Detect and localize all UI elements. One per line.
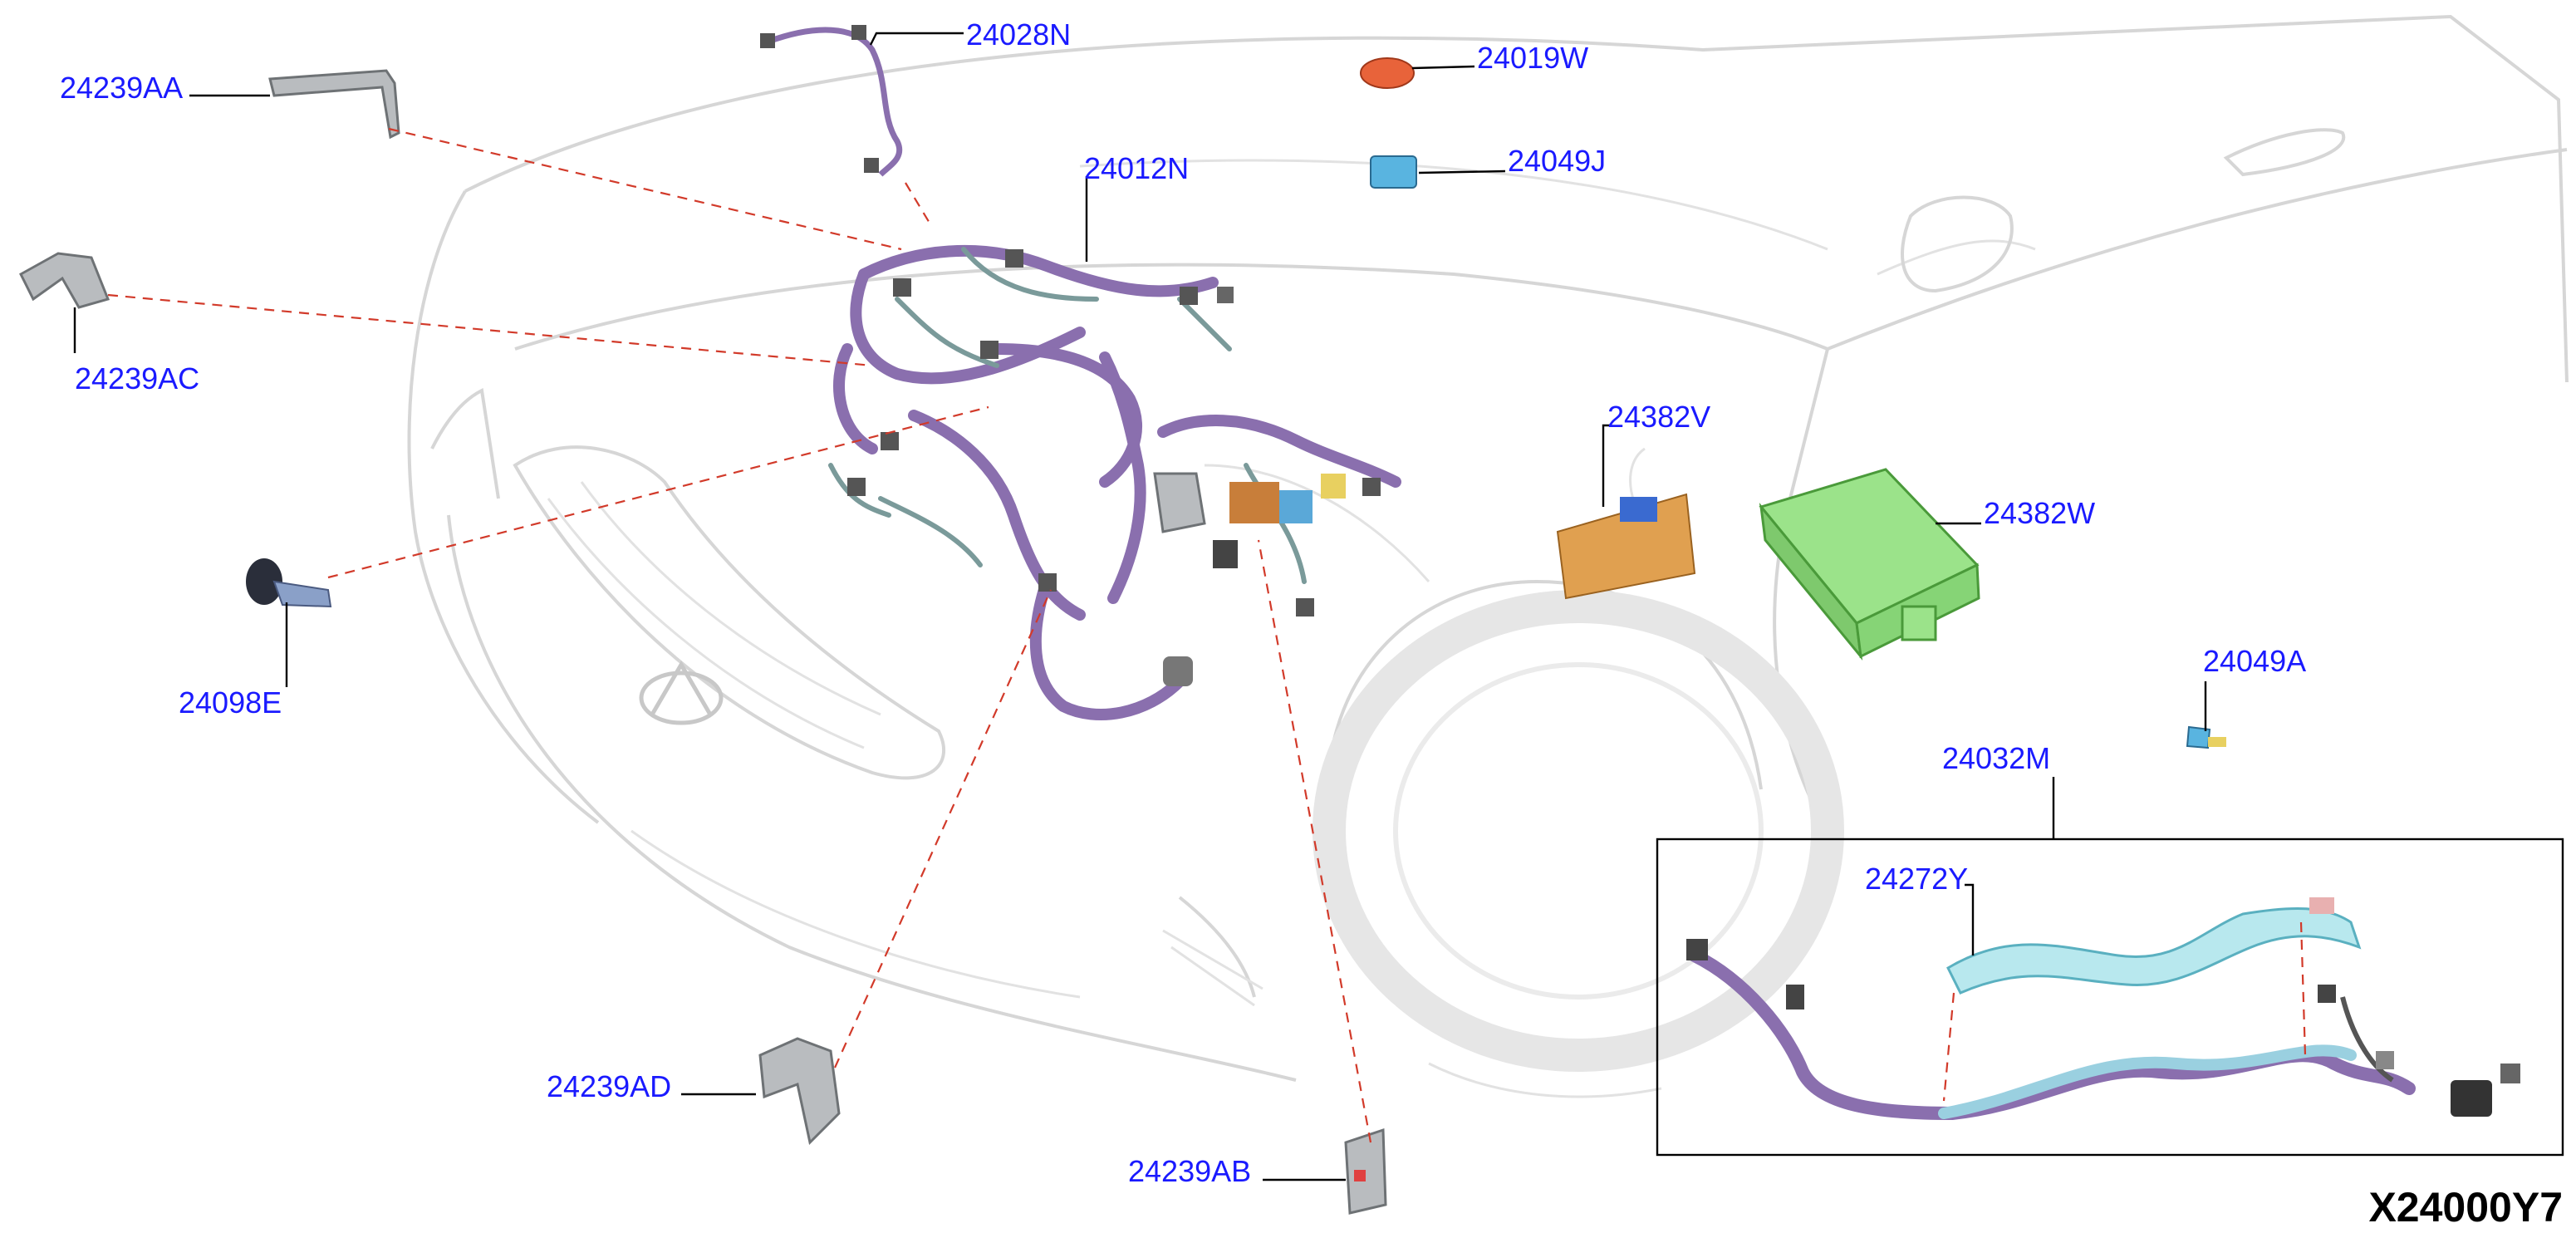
fuse-box-24382W[interactable] <box>1759 468 1980 661</box>
cable-guide-24272Y[interactable] <box>1946 897 2362 995</box>
label-24098E: 24098E <box>179 685 282 720</box>
bolt-24049A[interactable] <box>2186 725 2226 749</box>
relay-box-24382V[interactable] <box>1556 493 1696 600</box>
vehicle-ghost-outline <box>407 14 2569 1098</box>
bracket-24239AC[interactable] <box>19 252 110 309</box>
part-labels: 24028N 24239AA 24019W 24049J 24012N 2423… <box>60 17 2306 1188</box>
connector-24049J[interactable] <box>1370 155 1417 189</box>
label-24012N: 24012N <box>1084 151 1189 185</box>
label-24049A: 24049A <box>2203 644 2306 678</box>
label-24019W: 24019W <box>1477 41 1588 75</box>
label-24239AD: 24239AD <box>547 1069 671 1103</box>
label-24382W: 24382W <box>1984 496 2095 530</box>
label-24239AA: 24239AA <box>60 71 183 105</box>
sub-harness-24028N[interactable] <box>760 25 902 177</box>
bracket-24239AD[interactable] <box>758 1037 841 1146</box>
dashed-leaders <box>107 127 2307 1143</box>
inset-box-24032M <box>1656 838 2564 1157</box>
battery-cable-24032M[interactable] <box>1686 939 2520 1121</box>
bracket-24239AB[interactable] <box>1344 1127 1387 1215</box>
label-24239AC: 24239AC <box>75 361 199 395</box>
label-24272Y: 24272Y <box>1865 862 1968 896</box>
engine-room-harness[interactable] <box>828 244 1401 720</box>
label-leaders <box>73 32 2207 1181</box>
label-24049J: 24049J <box>1508 144 1606 178</box>
label-24028N: 24028N <box>966 17 1071 52</box>
diagram-code: X24000Y7 <box>2368 1184 2563 1231</box>
label-24239AB: 24239AB <box>1128 1154 1251 1188</box>
bracket-24239AA[interactable] <box>268 69 400 140</box>
cap-24019W[interactable] <box>1360 57 1415 89</box>
label-24382V: 24382V <box>1607 400 1710 434</box>
clip-24098E[interactable] <box>246 558 332 608</box>
label-24032M: 24032M <box>1942 741 2050 775</box>
